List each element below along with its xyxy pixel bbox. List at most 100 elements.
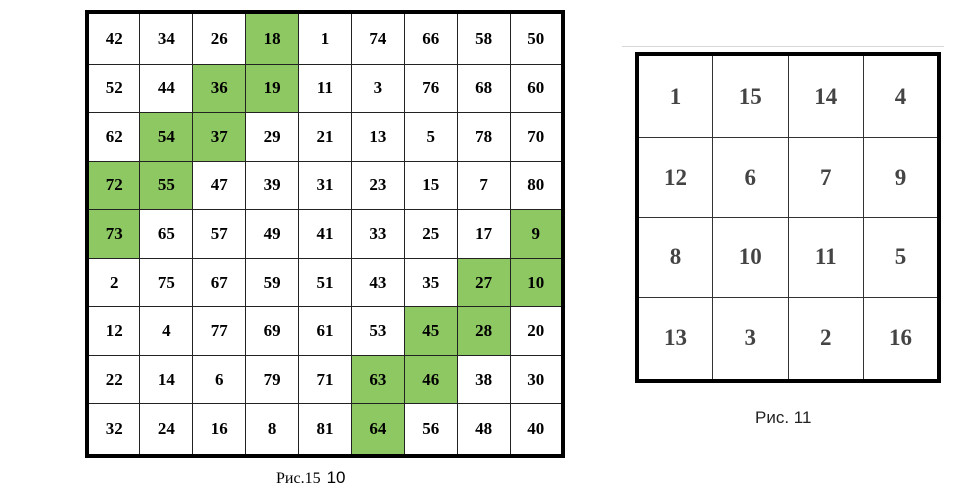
square9-cell: 10 (509, 257, 564, 308)
square9-cell: 59 (245, 257, 299, 308)
square9-cell: 21 (298, 112, 352, 162)
square9-cell: 57 (192, 209, 247, 259)
square9-cell: 3 (350, 63, 405, 114)
square9-cell: 27 (456, 257, 511, 308)
square9-cell: 5 (403, 112, 458, 162)
square9-cell: 56 (403, 403, 458, 457)
square9-cell: 2 (86, 257, 141, 308)
square4-cell: 1 (636, 53, 713, 139)
square9-cell: 36 (192, 63, 247, 114)
square9-cell: 43 (350, 257, 405, 308)
square9-cell: 72 (86, 160, 141, 211)
square9-cell: 65 (139, 209, 194, 259)
square9-cell: 74 (350, 11, 405, 65)
square9-cell: 42 (86, 11, 141, 65)
square9-cell: 11 (298, 63, 352, 114)
divider-line (622, 46, 944, 47)
square9-cell: 25 (403, 209, 458, 259)
square4-cell: 10 (712, 216, 789, 298)
square9-cell: 38 (456, 354, 511, 405)
square9-cell: 73 (86, 209, 141, 259)
square4-cell: 3 (712, 296, 789, 382)
square4-cell: 9 (863, 137, 940, 218)
square9-cell: 71 (298, 354, 352, 405)
square9-cell: 47 (192, 160, 247, 211)
square9-cell: 81 (298, 403, 352, 457)
square9-cell: 26 (192, 11, 247, 65)
square9-cell: 78 (456, 112, 511, 162)
square9-cell: 30 (509, 354, 564, 405)
square9-cell: 29 (245, 112, 299, 162)
square9-cell: 63 (350, 354, 405, 405)
square9-cell: 52 (86, 63, 141, 114)
square9-cell: 62 (86, 112, 141, 162)
square9-cell: 16 (192, 403, 247, 457)
square9-cell: 23 (350, 160, 405, 211)
square4-cell: 11 (787, 216, 864, 298)
square9-cell: 80 (509, 160, 564, 211)
square9-cell: 58 (456, 11, 511, 65)
square9-cell: 44 (139, 63, 194, 114)
square9-cell: 9 (509, 209, 564, 259)
square9-cell: 8 (245, 403, 299, 457)
square4-cell: 6 (712, 137, 789, 218)
square4-cell: 2 (787, 296, 864, 382)
square9-cell: 6 (192, 354, 247, 405)
square9-cell: 35 (403, 257, 458, 308)
square9-cell: 41 (298, 209, 352, 259)
square4-cell: 16 (863, 296, 940, 382)
square9-cell: 40 (509, 403, 564, 457)
square9-cell: 39 (245, 160, 299, 211)
square9-cell: 67 (192, 257, 247, 308)
figure-caption-11: Рис. 11 (755, 408, 812, 427)
square9-cell: 45 (403, 306, 458, 356)
square9-cell: 13 (350, 112, 405, 162)
square9-cell: 53 (350, 306, 405, 356)
square9-cell: 34 (139, 11, 194, 65)
square9-cell: 14 (139, 354, 194, 405)
square9-cell: 33 (350, 209, 405, 259)
square9-cell: 76 (403, 63, 458, 114)
square4-cell: 7 (787, 137, 864, 218)
square9-cell: 20 (509, 306, 564, 356)
square9-cell: 28 (456, 306, 511, 356)
square9-cell: 49 (245, 209, 299, 259)
square4-cell: 15 (712, 53, 789, 139)
square9-cell: 66 (403, 11, 458, 65)
square4-cell: 8 (636, 216, 713, 298)
square9-cell: 61 (298, 306, 352, 356)
square9-cell: 51 (298, 257, 352, 308)
square9-cell: 77 (192, 306, 247, 356)
square9-cell: 46 (403, 354, 458, 405)
square9-cell: 69 (245, 306, 299, 356)
square9-cell: 12 (86, 306, 141, 356)
square9-cell: 1 (298, 11, 352, 65)
square9-cell: 18 (245, 11, 299, 65)
square9-cell: 54 (139, 112, 194, 162)
square4-cell: 13 (636, 296, 713, 382)
square9-cell: 50 (509, 11, 564, 65)
square9-cell: 32 (86, 403, 141, 457)
square9-cell: 19 (245, 63, 299, 114)
square9-cell: 60 (509, 63, 564, 114)
square4-cell: 5 (863, 216, 940, 298)
square4-cell: 12 (636, 137, 713, 218)
square4-cell: 14 (787, 53, 864, 139)
square9-cell: 37 (192, 112, 247, 162)
square9-cell: 55 (139, 160, 194, 211)
square9-cell: 15 (403, 160, 458, 211)
square9-cell: 24 (139, 403, 194, 457)
